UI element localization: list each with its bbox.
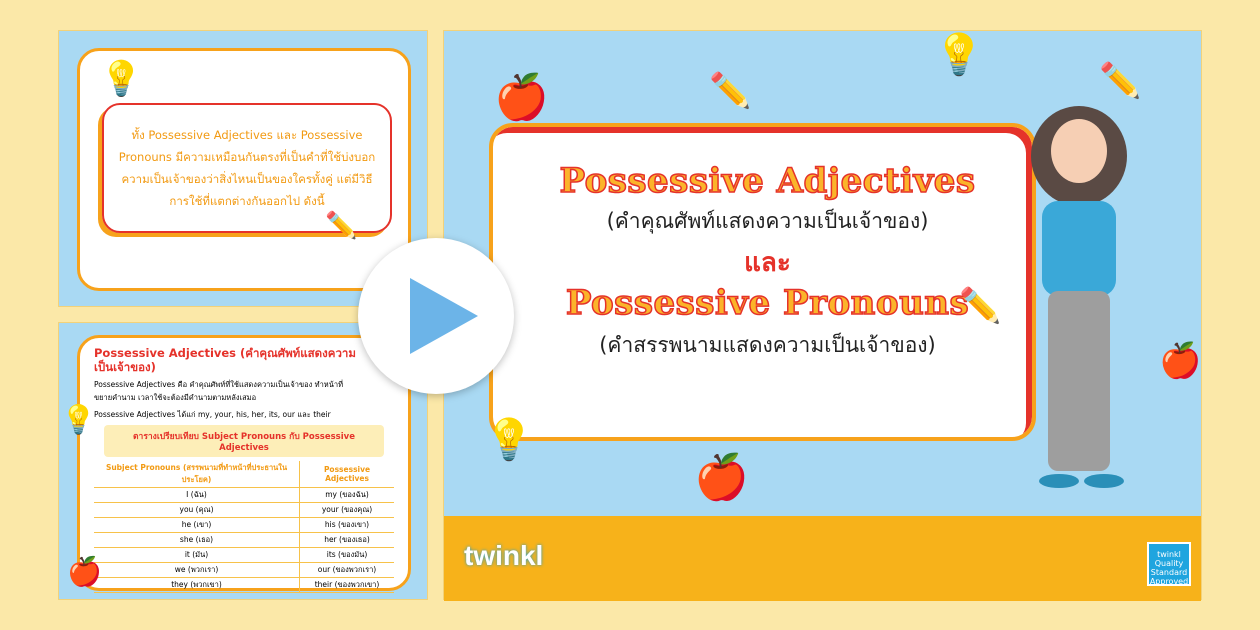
table-row: we (พวกเรา)our (ของพวกเรา): [94, 562, 394, 578]
paragraph: Possessive Adjectives คือ คำคุณศัพท์ที่ใ…: [94, 380, 344, 402]
pencil-icon: ✏️: [325, 211, 358, 241]
paragraph: Possessive Adjectives ได้แก่ my, your, h…: [94, 410, 331, 419]
table-row: it (มัน)its (ของมัน): [94, 547, 394, 563]
apple-icon: 🍎: [494, 72, 549, 123]
lightbulb-icon: 💡: [484, 417, 534, 463]
slide-card: 💡 ทั้ง Possessive Adjectives และ Possess…: [77, 48, 411, 291]
table-row: I (ฉัน)my (ของฉัน): [94, 487, 394, 503]
column-header: Subject Pronouns (สรรพนามที่ทำหน้าที่ประ…: [94, 461, 301, 488]
lightbulb-icon: 💡: [934, 32, 984, 78]
subtitle-thai-2: (คำสรรพนามแสดงความเป็นเจ้าของ): [599, 333, 936, 357]
teacher-illustration: [1031, 106, 1127, 488]
table-row: she (เธอ)her (ของเธอ): [94, 532, 394, 548]
table-row: they (พวกเขา)their (ของพวกเขา): [94, 577, 394, 593]
slide-title: Possessive Adjectives (คำคุณศัพท์แสดงควา…: [94, 346, 356, 374]
slide-thumbnail-1[interactable]: 💡 ทั้ง Possessive Adjectives และ Possess…: [58, 30, 428, 307]
apple-icon: 🍎: [67, 555, 102, 588]
table-row: he (เขา)his (ของเขา): [94, 517, 394, 533]
pencil-icon: ✏️: [1099, 61, 1142, 101]
footer-bar: twinkl twinkl Quality Standard Approved: [444, 516, 1201, 601]
lightbulb-icon: 💡: [61, 403, 96, 436]
subtitle-thai-1: (คำคุณศัพท์แสดงความเป็นเจ้าของ): [606, 209, 929, 233]
quality-badge: twinkl Quality Standard Approved: [1147, 542, 1191, 586]
twinkl-logo: twinkl: [464, 540, 544, 571]
table-row: you (คุณ)your (ของคุณ): [94, 502, 394, 518]
slide-thumbnail-2[interactable]: Possessive Adjectives (คำคุณศัพท์แสดงควา…: [58, 322, 428, 600]
title-card: Possessive Adjectives (คำคุณศัพท์แสดงควา…: [489, 123, 1036, 441]
play-button[interactable]: [358, 238, 514, 394]
title-possessive-adjectives: Possessive Adjectives: [559, 160, 976, 202]
main-slide-preview[interactable]: 🍎 ✏️ 💡 ✏️ ✏️ 🍎 💡 🍎 Possessive Adjectives…: [443, 30, 1202, 601]
apple-icon: 🍎: [1159, 341, 1202, 381]
intro-text: ทั้ง Possessive Adjectives และ Possessiv…: [102, 103, 392, 233]
comparison-table: Subject Pronouns (สรรพนามที่ทำหน้าที่ประ…: [94, 461, 394, 593]
lightbulb-icon: 💡: [100, 59, 143, 99]
and-label: และ: [744, 248, 791, 278]
pencil-icon: ✏️: [709, 71, 752, 111]
table-caption: ตารางเปรียบเทียบ Subject Pronouns กับ Po…: [104, 425, 384, 457]
title-possessive-pronouns: Possessive Pronouns: [565, 282, 970, 324]
apple-icon: 🍎: [694, 452, 749, 503]
slide-card: Possessive Adjectives (คำคุณศัพท์แสดงควา…: [77, 335, 411, 593]
play-icon: [410, 278, 478, 354]
column-header: Possessive Adjectives: [299, 461, 394, 488]
pencil-icon: ✏️: [959, 286, 1002, 326]
